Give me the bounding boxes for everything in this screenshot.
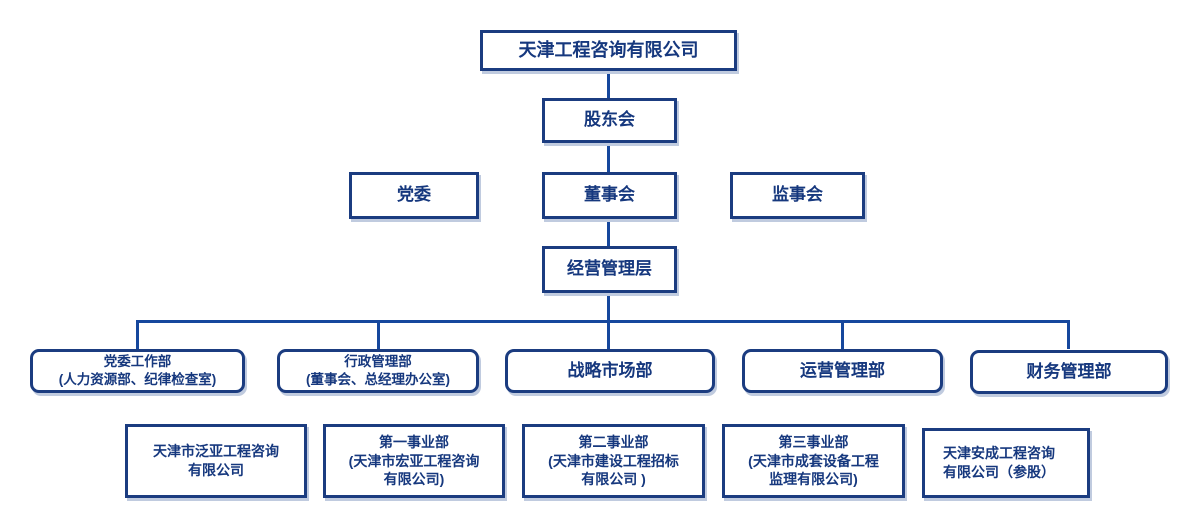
node-sub-ancheng-consulting: 天津安成工程咨询 有限公司（参股）: [922, 428, 1090, 498]
connector-drop-dept-operations: [841, 320, 844, 349]
connector-root-shareholders: [607, 70, 610, 98]
connector-departments-rail: [136, 320, 1069, 323]
node-supervisory-board: 监事会: [730, 172, 865, 219]
node-dept-operations: 运营管理部: [742, 349, 943, 393]
node-sub-division1-hongya: 第一事业部 (天津市宏亚工程咨询 有限公司): [323, 424, 505, 498]
node-sub-division3-equipment-supervision: 第三事业部 (天津市成套设备工程 监理有限公司): [722, 424, 905, 498]
node-dept-party-work: 党委工作部 (人力资源部、纪律检查室): [30, 349, 245, 393]
node-party-committee: 党委: [349, 172, 479, 219]
node-board-of-directors: 董事会: [542, 172, 677, 219]
connector-management-spine: [607, 292, 610, 323]
node-dept-strategy-market: 战略市场部: [505, 349, 715, 393]
connector-drop-dept-admin: [377, 320, 380, 349]
node-company-root: 天津工程咨询有限公司: [480, 30, 737, 71]
node-sub-fanya-consulting: 天津市泛亚工程咨询 有限公司: [125, 424, 307, 498]
connector-drop-dept-party-work: [136, 320, 139, 349]
connector-board-management: [607, 218, 610, 246]
connector-drop-dept-finance: [1067, 320, 1070, 349]
node-dept-finance: 财务管理部: [970, 350, 1168, 394]
node-dept-admin: 行政管理部 (董事会、总经理办公室): [277, 349, 479, 393]
connector-drop-dept-strategy: [607, 320, 610, 349]
node-management-layer: 经营管理层: [542, 246, 677, 293]
node-shareholders-meeting: 股东会: [542, 98, 677, 143]
connector-shareholders-board: [607, 143, 610, 172]
node-sub-division2-bidding: 第二事业部 (天津市建设工程招标 有限公司 ): [522, 424, 705, 498]
